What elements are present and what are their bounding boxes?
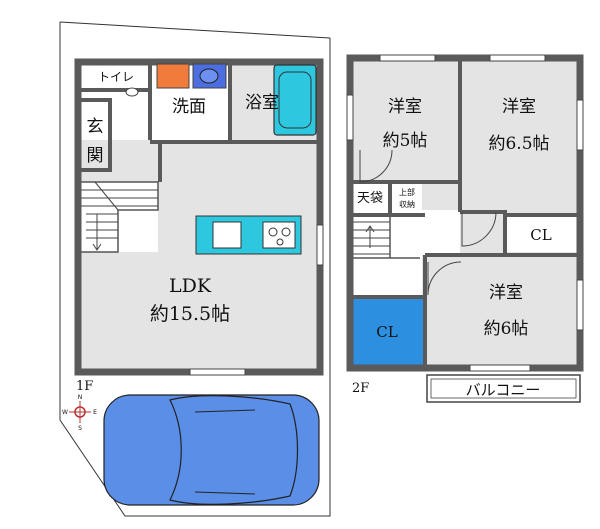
compass-e: E (93, 409, 97, 416)
ldk-name-label: LDK (169, 275, 212, 297)
floor1-plan (74, 58, 324, 376)
washer-icon (156, 63, 190, 89)
room-c-size: 約6帖 (484, 319, 529, 339)
balcony-label: バルコニー (466, 381, 541, 399)
compass-s: S (78, 425, 82, 432)
floor2-plan (346, 54, 584, 403)
kitchen-counter (195, 215, 302, 255)
room-a-name: 洋室 (388, 97, 422, 117)
stove-icon (262, 221, 296, 249)
toilet-fixture-icon (125, 87, 139, 97)
closet-label-1: CL (376, 323, 397, 341)
closet-label-2: CL (530, 226, 551, 244)
upper-storage-label-1: 上部 (399, 187, 415, 197)
compass-w: W (62, 409, 68, 416)
site-boundary (59, 21, 331, 517)
entrance-label-1: 玄 (87, 117, 104, 137)
toilet-label: トイレ (98, 70, 134, 84)
room-c-name: 洋室 (489, 283, 523, 303)
balcony (426, 374, 581, 403)
ldk-size-label: 約15.5帖 (150, 303, 230, 325)
room-a-size: 約5帖 (383, 131, 428, 151)
storage-ceiling-label: 天袋 (357, 191, 383, 206)
washroom-label: 洗面 (172, 97, 206, 117)
bathtub-icon (273, 64, 317, 136)
room-b-size: 約6.5帖 (488, 134, 549, 154)
floor1-label: 1F (76, 379, 93, 394)
compass-icon: N S E W (62, 394, 97, 432)
kitchen-sink-icon (212, 221, 242, 249)
bath-label: 浴室 (245, 93, 279, 113)
stairs-1f (80, 181, 159, 253)
car-icon (103, 394, 320, 506)
compass-n: N (78, 394, 83, 401)
floor2-label: 2F (352, 381, 369, 396)
upper-storage-label-2: 収納 (399, 199, 415, 209)
entrance-label-2: 関 (87, 146, 104, 166)
room-b-name: 洋室 (502, 97, 536, 117)
